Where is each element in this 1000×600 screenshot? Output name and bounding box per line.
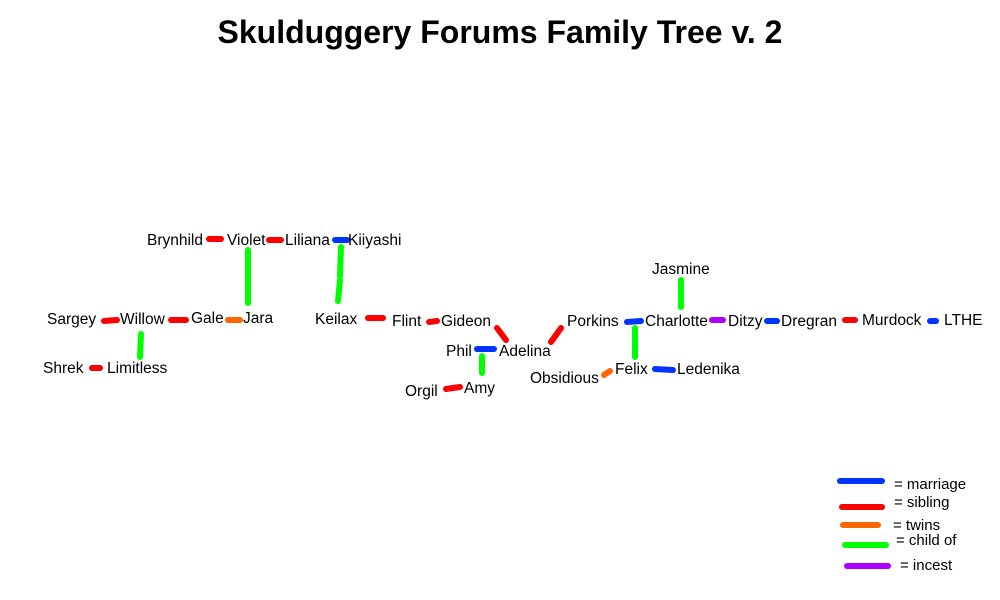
link-porkins-charlotte: [624, 318, 644, 325]
legend-label-child: = child of: [896, 532, 957, 549]
name-brynhild: Brynhild: [147, 232, 203, 249]
legend-label-twins: = twins: [893, 517, 941, 534]
name-shrek: Shrek: [43, 360, 84, 377]
diagram-title: Skulduggery Forums Family Tree v. 2: [217, 14, 783, 50]
name-willow: Willow: [120, 311, 165, 328]
name-felix: Felix: [615, 361, 648, 378]
name-violet: Violet: [227, 232, 266, 249]
link-gideon-adelina: [494, 325, 509, 343]
legend-label-sibling: = sibling: [894, 494, 950, 511]
link-flint-gideon: [426, 318, 440, 325]
link-felix-ledenika: [652, 366, 676, 373]
legend-label-incest: = incest: [900, 557, 953, 574]
name-gale: Gale: [191, 310, 224, 327]
name-jara: Jara: [243, 310, 274, 327]
name-lthe: LTHE: [944, 312, 983, 329]
name-amy: Amy: [464, 380, 495, 397]
name-gideon: Gideon: [441, 313, 491, 330]
link-willow-child: [137, 331, 144, 360]
link-obsidious-felix: [601, 368, 613, 378]
name-charlotte: Charlotte: [645, 313, 708, 330]
name-orgil: Orgil: [405, 383, 438, 400]
link-adelina-porkins: [548, 325, 564, 345]
name-murdock: Murdock: [862, 312, 922, 329]
name-keilax: Keilax: [315, 311, 358, 328]
name-porkins: Porkins: [567, 313, 619, 330]
legend-label-marriage: = marriage: [894, 476, 967, 493]
name-phil: Phil: [446, 343, 472, 360]
name-obsidious: Obsidious: [530, 370, 599, 387]
link-kiiyashi-child-a: [337, 244, 344, 279]
name-ditzy: Ditzy: [728, 313, 763, 330]
link-sargey-willow: [101, 317, 120, 324]
link-orgil-amy: [443, 384, 463, 392]
link-kiiyashi-child-b: [335, 277, 343, 304]
name-flint: Flint: [392, 313, 422, 330]
name-sargey: Sargey: [47, 311, 97, 328]
name-dregran: Dregran: [781, 313, 837, 330]
name-adelina: Adelina: [499, 343, 551, 360]
name-limitless: Limitless: [107, 360, 168, 377]
name-kiiyashi: Kiiyashi: [348, 232, 402, 249]
name-ledenika: Ledenika: [677, 361, 740, 378]
name-jasmine: Jasmine: [652, 261, 710, 278]
name-liliana: Liliana: [285, 232, 330, 249]
